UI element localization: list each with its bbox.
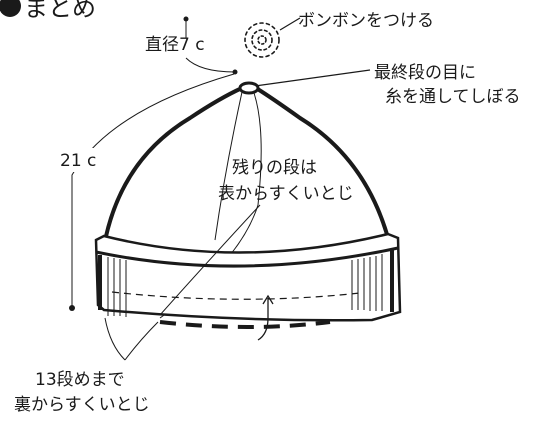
title-bullet-icon <box>0 0 21 17</box>
brim-top-fold <box>95 246 399 268</box>
fold-line <box>111 291 361 300</box>
gather-leader-line <box>254 69 371 87</box>
gathered-top <box>238 81 260 95</box>
seam-guide-line <box>214 91 243 241</box>
gather-label-line2: 糸を通してしぼる <box>385 87 521 107</box>
length-label: 21 c <box>60 151 96 171</box>
turn-arrow-icon <box>257 294 274 341</box>
remaining-label-line1: 残りの段は <box>232 158 317 178</box>
pompom-leader-line <box>279 17 301 31</box>
title-text: まとめ <box>24 0 96 22</box>
remaining-label-line2: 表からすくいとじ <box>218 184 354 204</box>
brim-seam-stitches <box>159 320 331 329</box>
pompom-label: ボンボンをつける <box>298 11 434 31</box>
length-dot <box>69 305 75 311</box>
gather-label-line1: 最終段の目に <box>374 63 476 83</box>
brim-leader-line <box>124 321 159 361</box>
hat-brim <box>94 232 402 322</box>
diameter-dimension-line <box>185 19 236 73</box>
remaining-leader-line <box>159 204 261 316</box>
brim-label-line1: 13段めまで <box>35 370 125 390</box>
brim-label-line2: 裏からすくいとじ <box>14 394 150 415</box>
brim-leader-line <box>104 317 126 361</box>
pompom-icon <box>244 22 280 58</box>
diameter-label: 直径7 c <box>145 35 205 55</box>
ribbing-lines <box>107 254 383 317</box>
